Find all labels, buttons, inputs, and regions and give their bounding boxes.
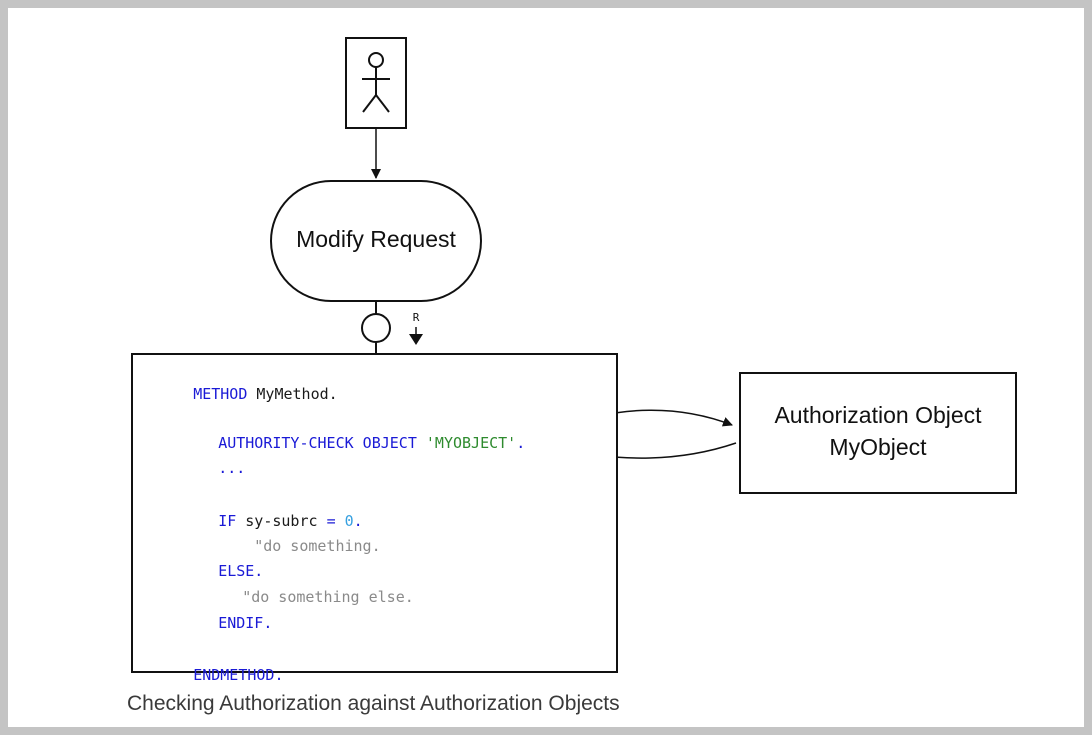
code-box: METHOD MyMethod. AUTHORITY-CHECK OBJECT …	[131, 353, 618, 684]
authority-check-keyword: AUTHORITY-CHECK OBJECT	[218, 434, 417, 452]
code-line-if: IF sy-subrc = 0.	[164, 494, 363, 548]
actor-icon	[362, 52, 390, 113]
auth-object-label-line1: Authorization Object	[774, 402, 982, 428]
diagram-canvas	[270, 37, 1017, 494]
code-line-endif: ENDIF.	[164, 596, 272, 650]
figure-caption: Checking Authorization against Authoriza…	[127, 692, 620, 715]
code-line-comment1: "do something.	[200, 519, 381, 573]
code-line-method: METHOD MyMethod.	[139, 367, 338, 421]
if-number: 0	[335, 512, 354, 530]
authority-check-object: 'MYOBJECT'	[425, 434, 517, 452]
code-line-else: ELSE.	[164, 544, 263, 598]
read-marker-label: R	[412, 311, 420, 324]
auth-object-box	[739, 372, 1017, 494]
method-name: MyMethod.	[247, 385, 338, 403]
comment-do-something: "do something.	[254, 537, 381, 555]
auth-object-label-line2: MyObject	[829, 434, 927, 460]
figure-frame: Modify Request R Authorization Object My…	[8, 8, 1084, 727]
code-line-endmethod: ENDMETHOD.	[139, 648, 284, 702]
process-label: Modify Request	[296, 226, 456, 252]
if-variable: sy-subrc	[236, 512, 327, 530]
method-keyword: METHOD	[193, 385, 248, 403]
read-direction-arrow-icon	[409, 334, 423, 345]
endmethod-keyword: ENDMETHOD.	[193, 666, 284, 684]
code-line-ellipsis: ...	[164, 441, 245, 495]
else-keyword: ELSE.	[218, 562, 264, 580]
code-line-comment2: "do something else.	[188, 570, 414, 624]
endif-keyword: ENDIF.	[218, 614, 273, 632]
if-keyword: IF	[218, 512, 237, 530]
ellipsis: ...	[218, 459, 246, 477]
authority-check-end: .	[516, 434, 526, 452]
if-end: .	[353, 512, 363, 530]
if-operator: =	[326, 512, 336, 530]
comment-do-something-else: "do something else.	[242, 588, 414, 606]
code-line-authority-check: AUTHORITY-CHECK OBJECT 'MYOBJECT'.	[164, 416, 525, 470]
channel-circle	[361, 313, 391, 343]
